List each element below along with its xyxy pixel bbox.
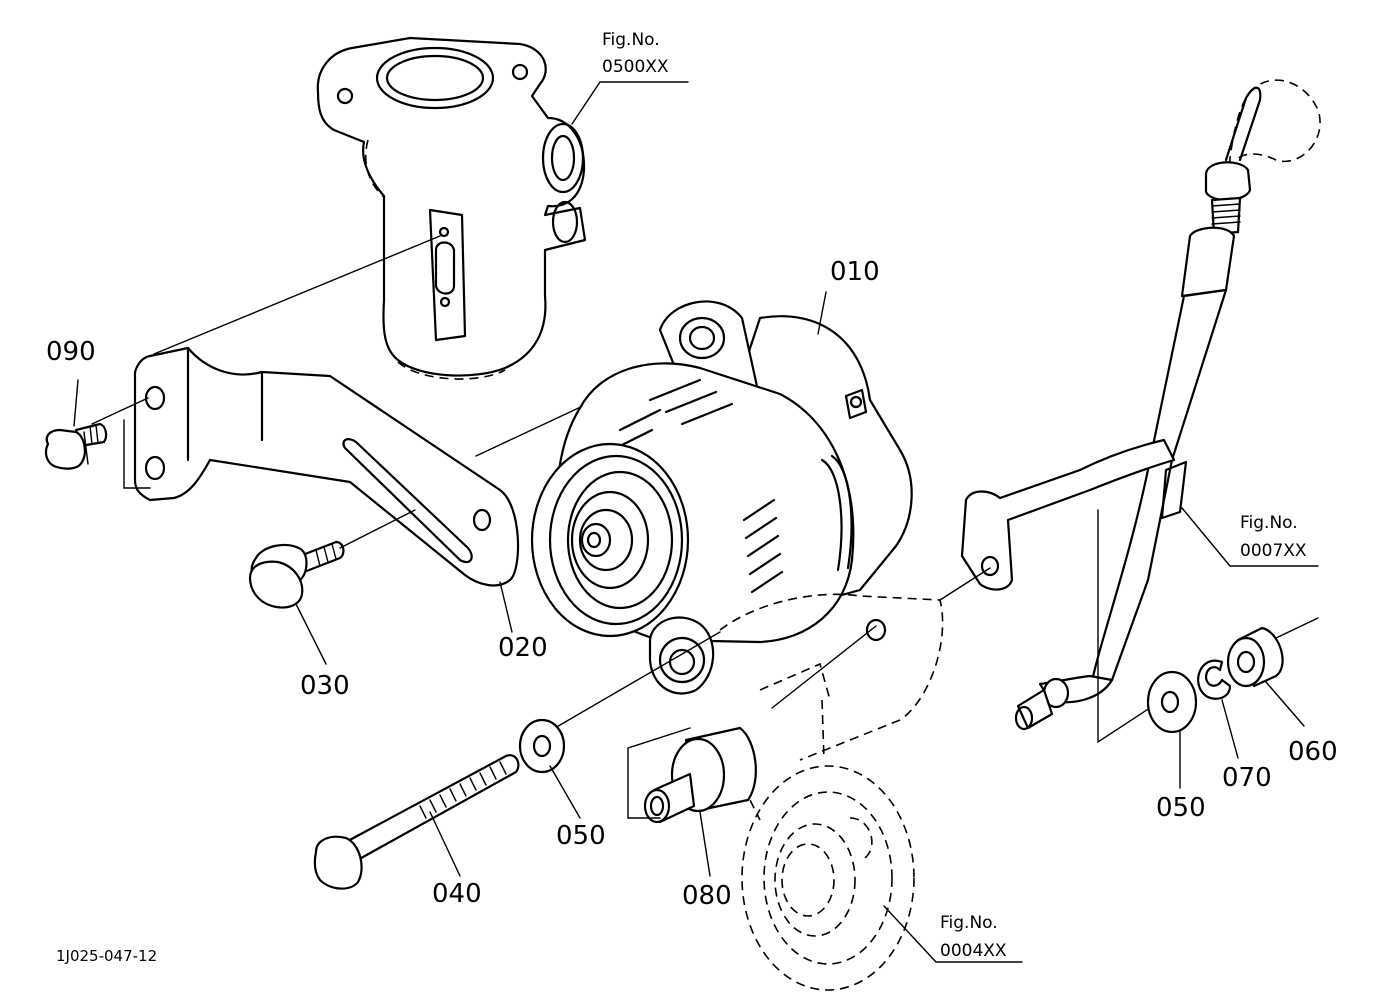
- callout-070: 070: [1222, 763, 1272, 793]
- nut-060: [1226, 626, 1284, 688]
- alignment-line: [547, 631, 721, 733]
- callout-030: 030: [300, 671, 350, 701]
- mounting-hole: [865, 618, 887, 642]
- alternator: [530, 300, 913, 695]
- fig-ref-bottom-number: 0004XX: [940, 941, 1007, 961]
- fig-ref-bottom-label: Fig.No.: [940, 913, 998, 933]
- alignment-line: [939, 567, 991, 601]
- alignment-line: [91, 397, 149, 425]
- callout-090: 090: [46, 337, 96, 367]
- fig-ref-right-label: Fig.No.: [1240, 513, 1298, 533]
- spacer-sleeve-080: [643, 726, 757, 824]
- alignment-line: [153, 235, 441, 355]
- bolt-030: [248, 540, 345, 609]
- alignment-line: [627, 727, 691, 749]
- washer-050-left: [518, 718, 566, 774]
- callout-leaders: [73, 81, 1319, 963]
- callout-020: 020: [498, 633, 548, 663]
- alignment-line: [123, 419, 151, 489]
- fig-ref-upper-number: 0500XX: [602, 57, 669, 77]
- callout-040: 040: [432, 879, 482, 909]
- callout-050-right: 050: [1156, 793, 1206, 823]
- callout-080: 080: [682, 881, 732, 911]
- water-flange-housing: [316, 36, 587, 380]
- spring-washer-070: [1197, 659, 1232, 700]
- alignment-line: [1275, 617, 1319, 639]
- washer-050-right: [1146, 670, 1198, 734]
- alignment-line: [1097, 509, 1163, 744]
- alignment-line: [627, 747, 661, 819]
- fig-ref-right-number: 0007XX: [1240, 541, 1307, 561]
- callout-060: 060: [1288, 737, 1338, 767]
- callout-050-left: 050: [556, 821, 606, 851]
- oil-gauge-pipe: [960, 79, 1321, 731]
- fig-ref-upper-label: Fig.No.: [602, 30, 660, 50]
- bolt-090: [44, 422, 108, 470]
- alignment-line: [339, 509, 416, 549]
- gear-case-outline: [741, 765, 915, 991]
- alignment-line: [771, 625, 877, 709]
- alternator-bracket: [133, 346, 520, 587]
- long-bolt-040: [313, 754, 520, 890]
- drawing-code: 1J025-047-12: [56, 947, 157, 965]
- callout-010: 010: [830, 257, 880, 287]
